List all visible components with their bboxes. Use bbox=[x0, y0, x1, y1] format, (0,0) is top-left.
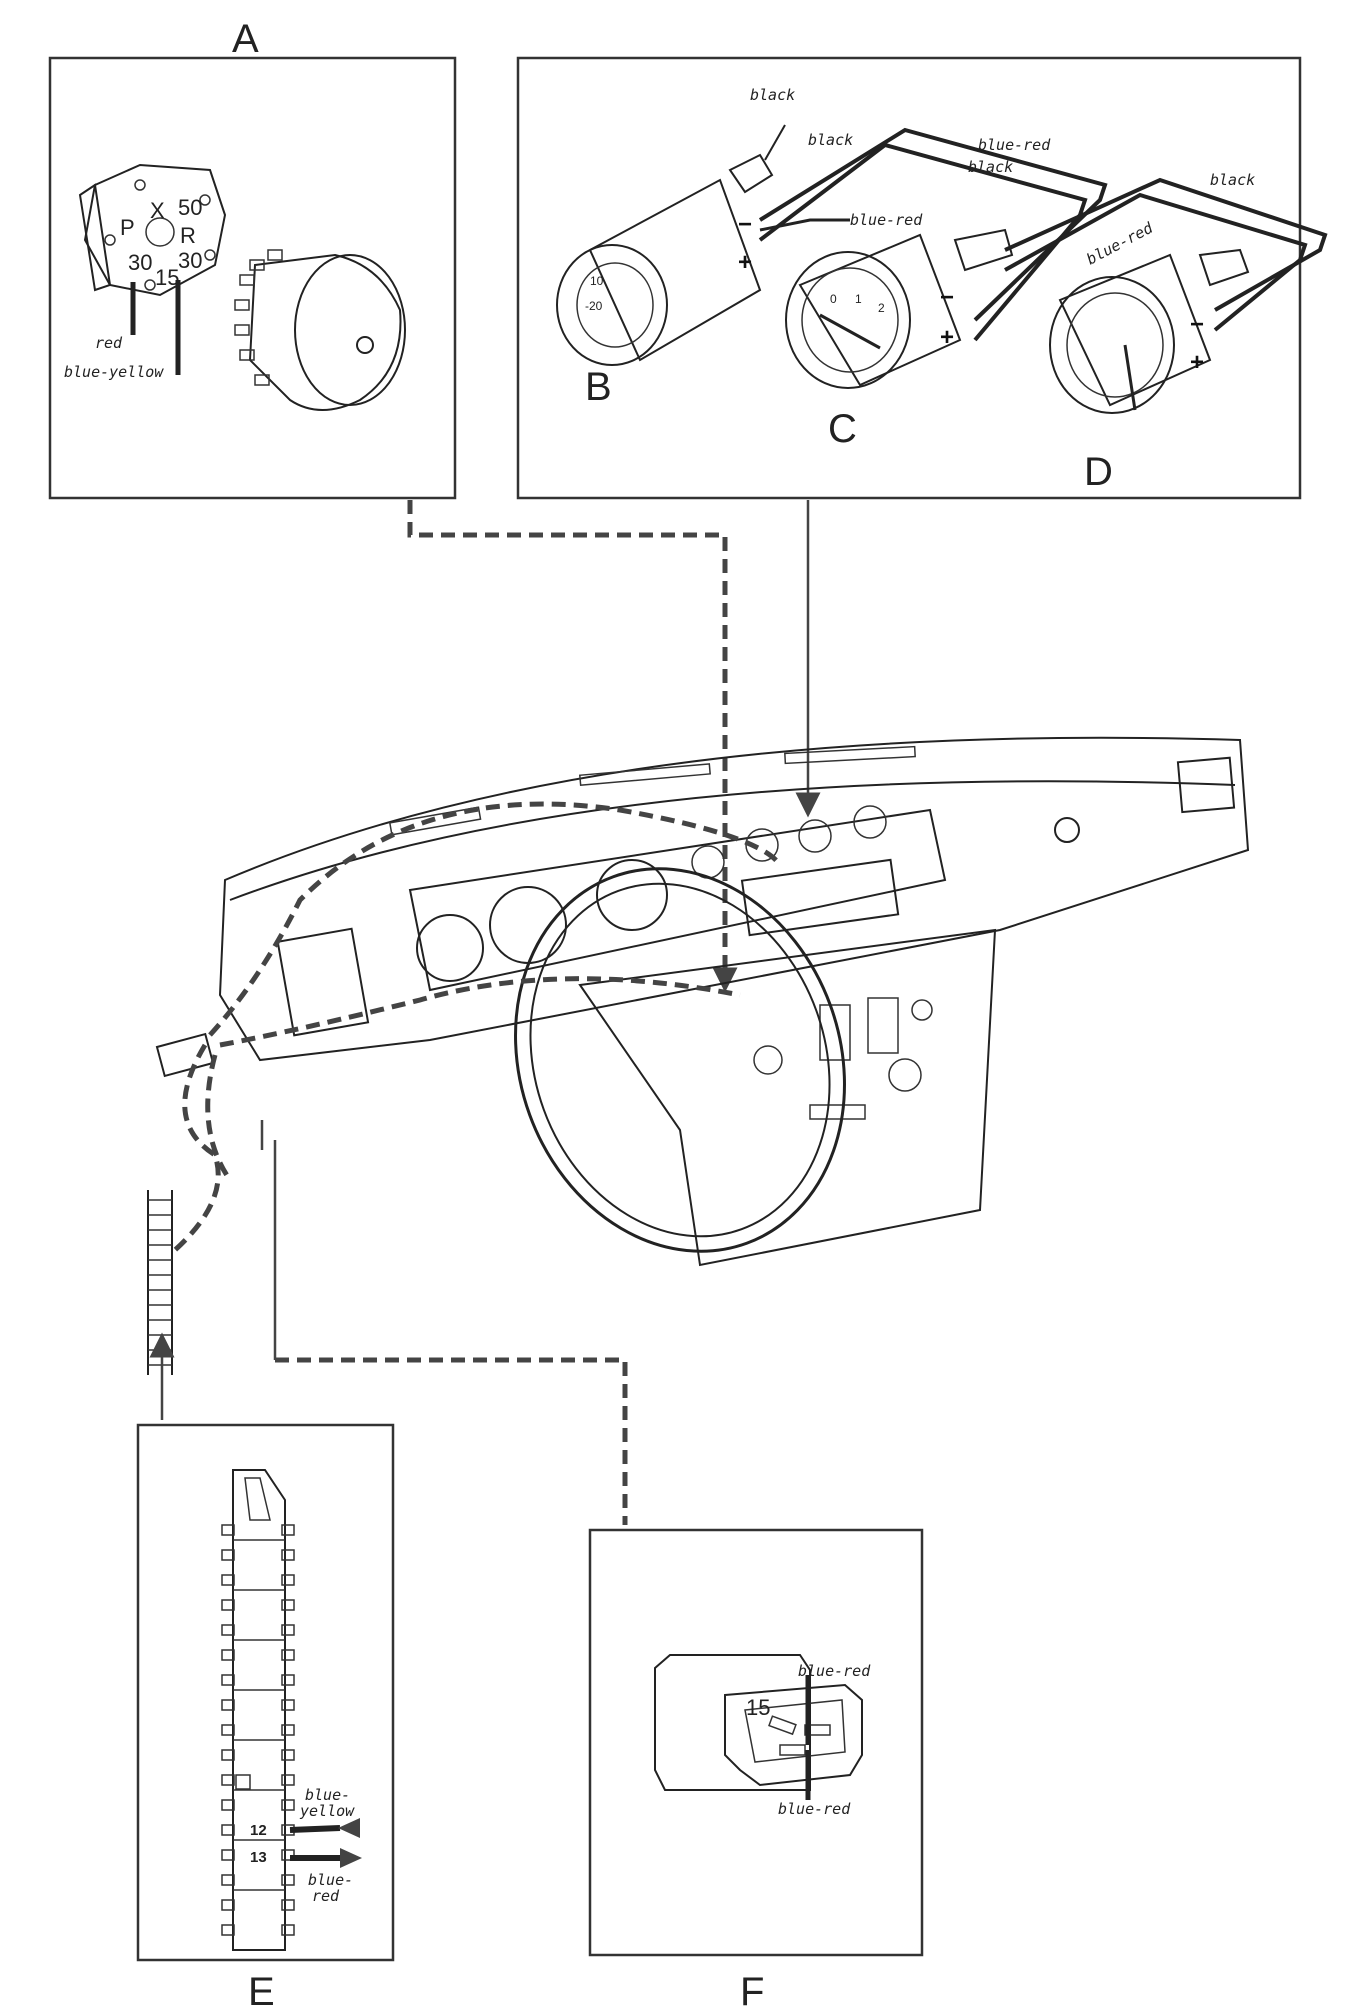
cluster-gauge-left bbox=[416, 914, 484, 982]
terminal-x: X bbox=[150, 198, 165, 223]
console-ignition bbox=[753, 1045, 783, 1075]
gauge-b-tick-minus20: -20 bbox=[585, 299, 603, 313]
gauge-b: 10 -20 B − + bbox=[556, 124, 786, 409]
console-knob bbox=[888, 1058, 922, 1092]
relay-f bbox=[654, 1654, 863, 1800]
panel-e: E bbox=[136, 1423, 395, 2013]
wire-label-black-3: black bbox=[968, 158, 1013, 176]
wire-label-f-blue-red-bottom: blue-red bbox=[778, 1800, 851, 1818]
aux-gauge-2 bbox=[798, 819, 832, 853]
terminal-r: R bbox=[180, 223, 196, 248]
dashboard bbox=[155, 736, 1250, 1267]
wire-label-black-2: black bbox=[808, 131, 853, 149]
gauge-c-tick-2: 2 bbox=[878, 301, 885, 315]
dash-vent-center-top bbox=[578, 763, 711, 787]
gauge-d-letter: D bbox=[1084, 450, 1113, 494]
ignition-switch-front: X P R 50 30 30 15 red blue-yellow bbox=[64, 163, 227, 381]
panel-a-frame bbox=[48, 56, 457, 500]
terminal-30-left: 30 bbox=[128, 250, 152, 275]
arrow-out-blue-red bbox=[340, 1848, 362, 1868]
console-switch-1 bbox=[819, 1004, 851, 1061]
fuse-block bbox=[221, 1469, 295, 1951]
glovebox-lock bbox=[1054, 817, 1080, 843]
link-to-f bbox=[275, 1357, 628, 1525]
fuse-terminal-13: 13 bbox=[250, 1849, 267, 1866]
gauge-c-plus: + bbox=[940, 324, 954, 351]
panel-bcd-frame bbox=[516, 56, 1302, 500]
steering-wheel-inner bbox=[529, 882, 831, 1238]
console-buttons bbox=[809, 1104, 866, 1120]
console-knob-small bbox=[911, 999, 933, 1021]
harness-route-lower bbox=[219, 976, 741, 1048]
center-vent bbox=[740, 858, 900, 937]
console-switch-2 bbox=[867, 997, 899, 1054]
gauge-d-minus: − bbox=[1190, 311, 1204, 338]
side-vent-right bbox=[1176, 756, 1236, 814]
panel-e-letter: E bbox=[248, 1970, 275, 2013]
steering-wheel bbox=[514, 867, 846, 1253]
wire-label-e-blue-red-1: blue- bbox=[308, 1871, 353, 1889]
terminal-30-right: 30 bbox=[178, 248, 202, 273]
link-a-to-switch bbox=[407, 500, 728, 980]
wire-label-blue-red-3: blue-red bbox=[1083, 218, 1156, 268]
gauge-d: D − + bbox=[1049, 248, 1250, 494]
fuse-terminal-12: 12 bbox=[250, 1822, 267, 1839]
ignition-switch-rear bbox=[234, 249, 406, 411]
center-console bbox=[578, 928, 997, 1267]
gauge-b-tick-10: 10 bbox=[590, 274, 604, 288]
panel-f-letter: F bbox=[740, 1970, 764, 2013]
aux-gauge-3 bbox=[853, 805, 887, 839]
dash-vent-right-top bbox=[784, 745, 916, 765]
wire-label-black-1: black bbox=[750, 86, 795, 104]
terminal-p: P bbox=[120, 215, 135, 240]
fuse-strip-ladder bbox=[147, 1190, 173, 1375]
panel-e-frame bbox=[136, 1423, 395, 1962]
panel-f: F 15 blue-red blue-red bbox=[588, 1528, 924, 2013]
relay-terminal-15: 15 bbox=[746, 1695, 770, 1720]
panel-bcd: 10 -20 B − + 0 1 2 C − + bbox=[516, 56, 1328, 500]
gauge-d-plus: + bbox=[1190, 349, 1204, 376]
wire-label-red: red bbox=[95, 334, 123, 352]
panel-a: A X P R 50 30 30 15 red blue-yellow bbox=[48, 17, 457, 500]
terminal-50: 50 bbox=[178, 195, 202, 220]
connectors-bottom bbox=[147, 1120, 628, 1525]
instrument-cluster bbox=[408, 808, 947, 992]
gauge-b-letter: B bbox=[585, 365, 612, 409]
panel-f-frame bbox=[588, 1528, 924, 1957]
gauge-c: 0 1 2 C − + bbox=[785, 228, 1014, 451]
panel-a-letter: A bbox=[232, 17, 259, 61]
harness-route-upper bbox=[208, 801, 783, 1037]
wire-label-e-blue-yellow-2: yellow bbox=[299, 1802, 355, 1820]
speedometer bbox=[489, 886, 567, 964]
wire-label-e-blue-yellow-1: blue- bbox=[305, 1786, 350, 1804]
terminal-15: 15 bbox=[155, 265, 179, 290]
connectors-top bbox=[407, 500, 821, 993]
side-vent-left bbox=[276, 927, 370, 1037]
dash-vent-left-top bbox=[388, 806, 482, 836]
relay-box bbox=[155, 1032, 215, 1078]
gauge-c-tick-1: 1 bbox=[855, 292, 862, 306]
arrow-in-blue-yellow bbox=[338, 1818, 360, 1838]
harness-route-down-2 bbox=[205, 1054, 233, 1182]
gauge-c-letter: C bbox=[828, 407, 857, 451]
steering-hub-top bbox=[596, 859, 668, 931]
gauge-b-minus: − bbox=[738, 211, 752, 238]
wire-label-f-blue-red-top: blue-red bbox=[798, 1662, 871, 1680]
gauge-c-tick-0: 0 bbox=[830, 292, 837, 306]
gauge-b-plus: + bbox=[738, 249, 752, 276]
gauge-c-minus: − bbox=[940, 284, 954, 311]
wire-label-black-4: black bbox=[1210, 171, 1255, 189]
wire-label-blue-red-1: blue-red bbox=[978, 136, 1051, 154]
wire-label-blue-red-2: blue-red bbox=[850, 211, 923, 229]
wire-label-e-blue-red-2: red bbox=[312, 1887, 340, 1905]
wire-label-blue-yellow: blue-yellow bbox=[64, 363, 164, 381]
